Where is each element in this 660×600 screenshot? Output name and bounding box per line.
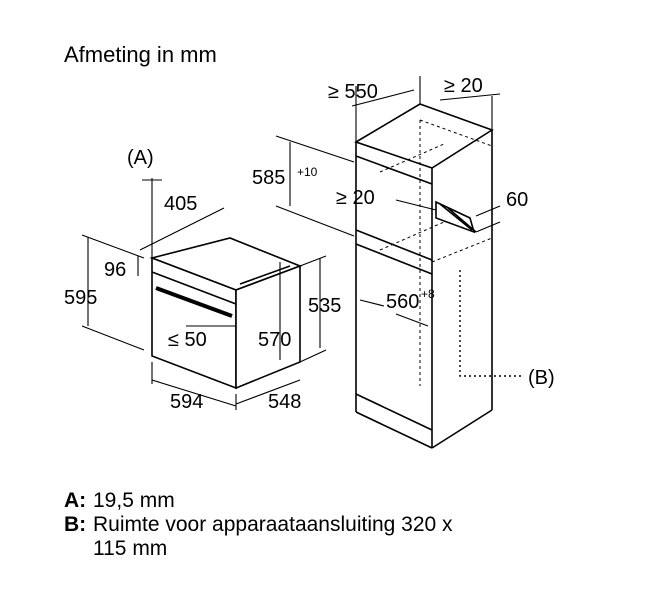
label-b: (B) — [528, 367, 555, 389]
label-548: 548 — [268, 391, 301, 413]
cabinet-drawing — [354, 103, 494, 449]
cabinet-dimension-lines — [275, 76, 501, 327]
label-550: ≥ 550 — [328, 81, 378, 103]
diagram-title: Afmeting in mm — [64, 42, 217, 67]
oven-dimension-lines — [81, 178, 327, 410]
oven-drawing — [149, 237, 303, 390]
label-560: 560 — [386, 291, 419, 313]
label-560-sup: +8 — [421, 287, 435, 301]
label-585-sup: +10 — [297, 165, 318, 179]
label-585: 585 — [252, 167, 285, 189]
label-50: ≤ 50 — [168, 329, 207, 351]
legend-key-a: A: — [64, 489, 87, 512]
legend-text-b: Ruimte voor apparaataansluiting 320 x 11… — [93, 513, 453, 560]
label-top-20: ≥ 20 — [444, 75, 483, 97]
cabinet-hidden-edges — [379, 119, 493, 386]
label-gap-20: ≥ 20 — [336, 187, 375, 209]
label-595: 595 — [64, 287, 97, 309]
legend: A: 19,5 mm B: Ruimte voor apparaataanslu… — [64, 489, 563, 561]
label-a: (A) — [127, 147, 154, 169]
label-96: 96 — [104, 259, 126, 281]
legend-row-b: B: Ruimte voor apparaataansluiting 320 x… — [64, 513, 563, 561]
b-leader-dotted — [459, 270, 524, 377]
legend-text-a: 19,5 mm — [93, 489, 175, 512]
label-535: 535 — [308, 295, 341, 317]
legend-row-a: A: 19,5 mm — [64, 489, 563, 513]
legend-key-b: B: — [64, 513, 87, 536]
label-405: 405 — [164, 193, 197, 215]
label-570: 570 — [258, 329, 291, 351]
label-60: 60 — [506, 189, 528, 211]
label-594: 594 — [170, 391, 203, 413]
